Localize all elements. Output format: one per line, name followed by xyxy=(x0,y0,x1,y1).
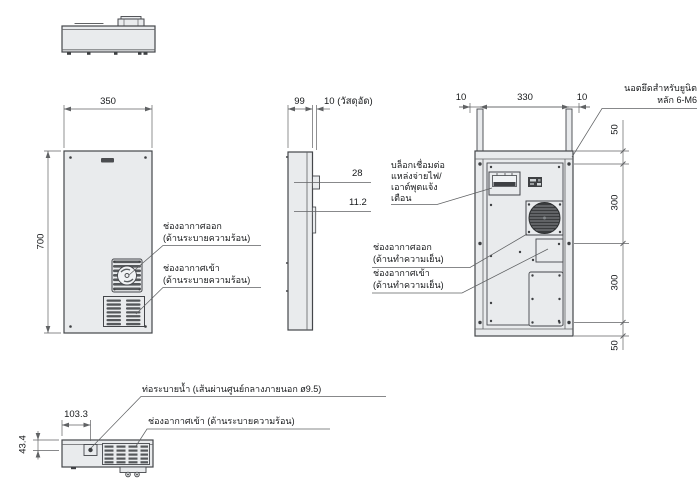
front-air-inlet-label-2: (ด้านระบายความร้อน) xyxy=(163,275,251,285)
dim-back-pitch-upper: 300 xyxy=(609,194,621,211)
mount-nut-label-2: หลัก 6-M6 xyxy=(657,95,697,105)
back-service-panel xyxy=(528,271,564,327)
bottom-dim-lines xyxy=(33,420,91,460)
brand-logo xyxy=(101,158,114,163)
rating-label-icon xyxy=(528,177,542,187)
dim-side-tab: 11.2 xyxy=(349,197,367,208)
side-view xyxy=(285,105,371,331)
terminal-label-4: เตือน xyxy=(391,193,412,203)
drain-pipe-icon xyxy=(88,447,93,453)
dim-back-bottom-offset: 50 xyxy=(609,340,621,351)
back-air-outlet-label-2: (ด้านทำความเย็น) xyxy=(373,254,444,264)
front-air-outlet-label-2: (ด้านระบายความร้อน) xyxy=(163,233,251,243)
bottom-leader-lines xyxy=(90,396,386,449)
front-inlet-grille-icon xyxy=(103,296,145,327)
dim-back-left-offset: 10 xyxy=(455,92,467,103)
front-air-outlet-label-1: ช่องอากาศออก xyxy=(163,221,222,231)
front-leader-lines xyxy=(128,245,261,315)
dim-side-block: 28 xyxy=(352,168,363,179)
back-fan-icon xyxy=(525,200,564,236)
back-air-outlet-label-1: ช่องอากาศออก xyxy=(373,242,432,252)
terminal-label-1: บล็อกเชื่อมต่อ xyxy=(391,160,445,170)
dim-front-width: 350 xyxy=(100,96,116,107)
bottom-air-inlet-label: ช่องอากาศเข้า (ด้านระบายความร้อน) xyxy=(148,416,295,426)
dim-side-packing: 10 (วัสดุอัด) xyxy=(324,96,373,107)
terminal-block-icon xyxy=(488,171,521,196)
back-view xyxy=(372,103,697,350)
dim-back-right-offset: 10 xyxy=(576,92,588,103)
terminal-label-2: แหล่งจ่ายไฟ/ xyxy=(391,171,442,181)
mount-nut-label-1: นอตยึดสำหรับยูนิต xyxy=(624,83,697,93)
back-top-dim-lines xyxy=(459,103,590,113)
back-panel-screws xyxy=(489,165,561,323)
dim-back-top-offset: 50 xyxy=(609,124,621,135)
dim-bottom-drain-y: 43.4 xyxy=(17,435,29,454)
front-fan-outlet-icon xyxy=(111,258,143,293)
bottom-view xyxy=(33,396,386,478)
back-air-inlet-label-1: ช่องอากาศเข้า xyxy=(373,268,430,278)
back-air-inlet-label-2: (ด้านทำความเย็น) xyxy=(373,280,444,290)
dim-front-height: 700 xyxy=(35,233,47,250)
front-air-inlet-label-1: ช่องอากาศเข้า xyxy=(163,263,220,273)
mount-rail-left xyxy=(476,108,484,153)
terminal-label-3: เอาต์พุตแจ้ง xyxy=(391,182,438,192)
top-view xyxy=(61,16,156,55)
front-view xyxy=(44,105,261,334)
back-inlet-opening xyxy=(535,238,564,263)
back-leader-lines xyxy=(372,108,697,294)
dim-bottom-drain-x: 103.3 xyxy=(64,409,88,420)
drain-pipe-label: ท่อระบายน้ำ (เส้นผ่านศูนย์กลางภายนอก ø9.… xyxy=(142,384,322,394)
mount-bolts xyxy=(478,162,571,325)
mount-rail-right xyxy=(565,108,573,153)
dim-back-bolt-span: 330 xyxy=(517,92,533,103)
dim-back-pitch-lower: 300 xyxy=(609,274,621,291)
dim-side-depth: 99 xyxy=(294,96,305,107)
back-right-dim-lines xyxy=(574,120,629,350)
side-dim-lines xyxy=(287,105,371,215)
front-dim-lines xyxy=(44,105,153,334)
bottom-inlet-grille-icon xyxy=(102,443,150,465)
